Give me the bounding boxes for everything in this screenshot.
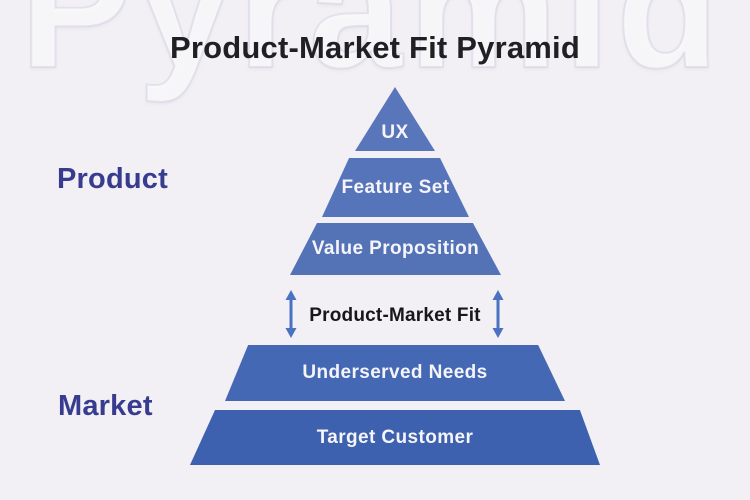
pyramid-layer-label: Underserved Needs xyxy=(302,362,488,383)
pyramid-layer-label: Value Proposition xyxy=(311,238,480,259)
side-label-product: Product xyxy=(57,163,168,195)
watermark-text: Pyramid xyxy=(19,0,725,103)
pyramid-layer-feature-set: Feature Set xyxy=(322,158,469,217)
pyramid-layer-underserved-needs: Underserved Needs xyxy=(225,345,565,401)
double-arrow-left-icon xyxy=(285,290,297,338)
pyramid-layer-label: Target Customer xyxy=(316,426,474,448)
page-title: Product-Market Fit Pyramid xyxy=(169,30,580,65)
pyramid-layer-value-proposition: Value Proposition xyxy=(290,223,501,275)
side-label-market: Market xyxy=(58,390,153,422)
pyramid-layer-target-customer: Target Customer xyxy=(190,410,600,465)
product-market-fit-label: Product-Market Fit xyxy=(309,305,481,326)
pyramid-layer-label: UX xyxy=(381,122,409,143)
pyramid-layer-label: Feature Set xyxy=(341,176,450,198)
double-arrow-right-icon xyxy=(492,290,504,338)
